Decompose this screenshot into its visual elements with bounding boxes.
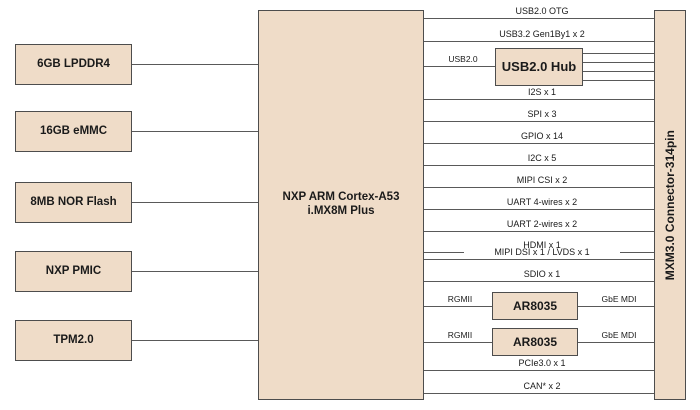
wire-hub-out-1 xyxy=(583,53,654,54)
signal-label-hdmi: HDMI x 1 xyxy=(494,241,590,250)
signal-label-pcie: PCIe3.0 x 1 xyxy=(489,359,595,368)
signal-label-can: CAN* x 2 xyxy=(489,382,595,391)
signal-label-mipi-dsi-lvds: MIPI DSI x 1 / LVDS x 1 xyxy=(464,248,620,257)
block-tpm-label: TPM2.0 xyxy=(53,333,94,346)
signal-label-rgmii-1: RGMII xyxy=(430,295,490,304)
signal-label-gbe-mdi-2: GbE MDI xyxy=(586,331,652,340)
signal-label-sdio: SDIO x 1 xyxy=(494,270,590,279)
block-soc: NXP ARM Cortex-A53 i.MX8M Plus xyxy=(258,10,424,400)
wire-can xyxy=(424,393,654,394)
block-ar8035-1: AR8035 xyxy=(492,292,578,320)
wire-usb32 xyxy=(424,41,654,42)
block-lpddr4: 6GB LPDDR4 xyxy=(15,44,132,85)
signal-label-spi: SPI x 3 xyxy=(494,110,590,119)
signal-label-gbe-mdi-1: GbE MDI xyxy=(586,295,652,304)
wire-hub-out-3 xyxy=(583,71,654,72)
wire-tpm-to-soc xyxy=(132,340,260,341)
wire-pmic-to-soc xyxy=(132,271,260,272)
block-tpm: TPM2.0 xyxy=(15,320,132,361)
signal-label-usb20: USB2.0 xyxy=(432,55,494,64)
wire-i2s xyxy=(424,99,654,100)
signal-label-usb20-otg: USB2.0 OTG xyxy=(484,7,600,16)
wire-spi xyxy=(424,121,654,122)
block-emmc-label: 16GB eMMC xyxy=(39,124,108,137)
signal-label-rgmii-2: RGMII xyxy=(430,331,490,340)
wire-pcie xyxy=(424,370,654,371)
signal-label-mipi-csi: MIPI CSI x 2 xyxy=(489,176,595,185)
block-pmic: NXP PMIC xyxy=(15,251,132,292)
signal-label-uart-4wire: UART 4-wires x 2 xyxy=(479,198,605,207)
wire-mipi-dsi-lvds xyxy=(424,259,654,260)
wire-hub-out-2 xyxy=(583,62,654,63)
block-usb20-hub-label: USB2.0 Hub xyxy=(501,59,577,75)
signal-label-usb32: USB3.2 Gen1By1 x 2 xyxy=(479,30,605,39)
wire-usb20-to-hub xyxy=(424,66,495,67)
wire-gbe-mdi-1 xyxy=(578,306,654,307)
block-pmic-label: NXP PMIC xyxy=(45,264,102,277)
block-nor-flash: 8MB NOR Flash xyxy=(15,182,132,223)
signal-label-uart-2wire: UART 2-wires x 2 xyxy=(479,220,605,229)
block-nor-flash-label: 8MB NOR Flash xyxy=(30,195,117,208)
wire-uart-4wire xyxy=(424,209,654,210)
wire-gpio xyxy=(424,143,654,144)
block-mxm3-connector: MXM3.0 Connector-314pin xyxy=(654,10,686,400)
block-mxm3-connector-label: MXM3.0 Connector-314pin xyxy=(662,129,677,281)
wire-sdio xyxy=(424,281,654,282)
wire-mipi-csi xyxy=(424,187,654,188)
wire-usb20-otg xyxy=(424,18,654,19)
block-soc-label-line2: i.MX8M Plus xyxy=(307,205,375,217)
wire-i2c xyxy=(424,165,654,166)
wire-rgmii-1 xyxy=(424,306,492,307)
block-ar8035-2-label: AR8035 xyxy=(512,334,558,349)
wire-emmc-to-soc xyxy=(132,131,260,132)
wire-gbe-mdi-2 xyxy=(578,342,654,343)
wire-lpddr4-to-soc xyxy=(132,64,260,65)
signal-label-i2s: I2S x 1 xyxy=(494,88,590,97)
block-ar8035-2: AR8035 xyxy=(492,328,578,356)
wire-hub-out-4 xyxy=(583,80,654,81)
block-soc-label-line1: NXP ARM Cortex-A53 xyxy=(282,191,400,204)
wire-uart-2wire xyxy=(424,231,654,232)
block-usb20-hub: USB2.0 Hub xyxy=(495,48,583,86)
signal-label-gpio: GPIO x 14 xyxy=(494,132,590,141)
signal-label-i2c: I2C x 5 xyxy=(494,154,590,163)
block-lpddr4-label: 6GB LPDDR4 xyxy=(37,57,110,70)
block-emmc: 16GB eMMC xyxy=(15,111,132,152)
wire-norflash-to-soc xyxy=(132,202,260,203)
block-ar8035-1-label: AR8035 xyxy=(512,298,558,313)
wire-rgmii-2 xyxy=(424,342,492,343)
